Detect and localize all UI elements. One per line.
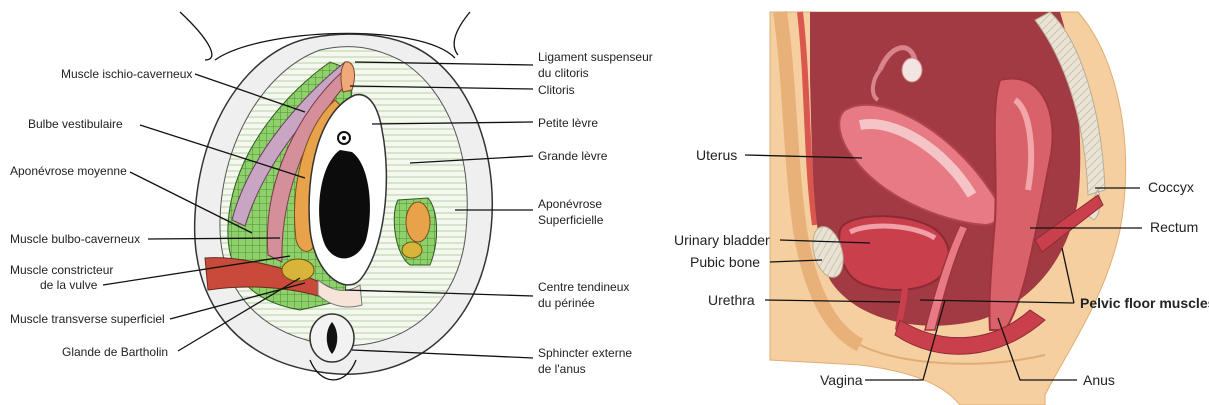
label-constricteur-2: de la vulve — [40, 278, 98, 292]
label-constricteur-1: Muscle constricteur — [10, 263, 113, 277]
label-vagina: Vagina — [820, 372, 863, 388]
label-apo-sup-2: Superficielle — [538, 213, 604, 227]
label-grande-levre: Grande lèvre — [538, 149, 608, 163]
perineum-illustration — [180, 12, 492, 380]
label-ligament-2: du clitoris — [538, 66, 589, 80]
label-bulbe: Bulbe vestibulaire — [28, 117, 123, 131]
label-urethra: Urethra — [708, 292, 755, 308]
label-apo-sup-1: Aponévrose — [538, 197, 602, 211]
label-urinary-bladder: Urinary bladder — [674, 232, 770, 248]
label-ligament-1: Ligament suspenseur — [538, 50, 653, 64]
label-muscle-bulbo: Muscle bulbo-caverneux — [10, 232, 140, 246]
label-sphincter-1: Sphincter externe — [538, 346, 632, 360]
label-coccyx: Coccyx — [1148, 179, 1194, 195]
clitoris-shape — [341, 62, 355, 92]
label-apo-moyenne: Aponévrose moyenne — [10, 164, 127, 178]
bartholin-gland — [282, 259, 314, 281]
label-muscle-ischio: Muscle ischio-caverneux — [61, 67, 192, 81]
label-centre-1: Centre tendineux — [538, 280, 629, 294]
label-pelvic-floor: Pelvic floor muscles — [1080, 295, 1209, 311]
label-bartholin: Glande de Bartholin — [62, 345, 168, 359]
label-rectum: Rectum — [1150, 219, 1198, 235]
sagittal-pelvis-illustration — [770, 12, 1126, 405]
label-petite-levre: Petite lèvre — [538, 116, 598, 130]
label-pubic-bone: Pubic bone — [690, 254, 760, 270]
label-anus: Anus — [1083, 372, 1115, 388]
label-sphincter-2: de l'anus — [538, 362, 586, 376]
label-centre-2: du périnée — [538, 296, 595, 310]
label-clitoris: Clitoris — [538, 83, 575, 97]
label-transverse: Muscle transverse superficiel — [10, 312, 165, 326]
label-uterus: Uterus — [696, 147, 737, 163]
